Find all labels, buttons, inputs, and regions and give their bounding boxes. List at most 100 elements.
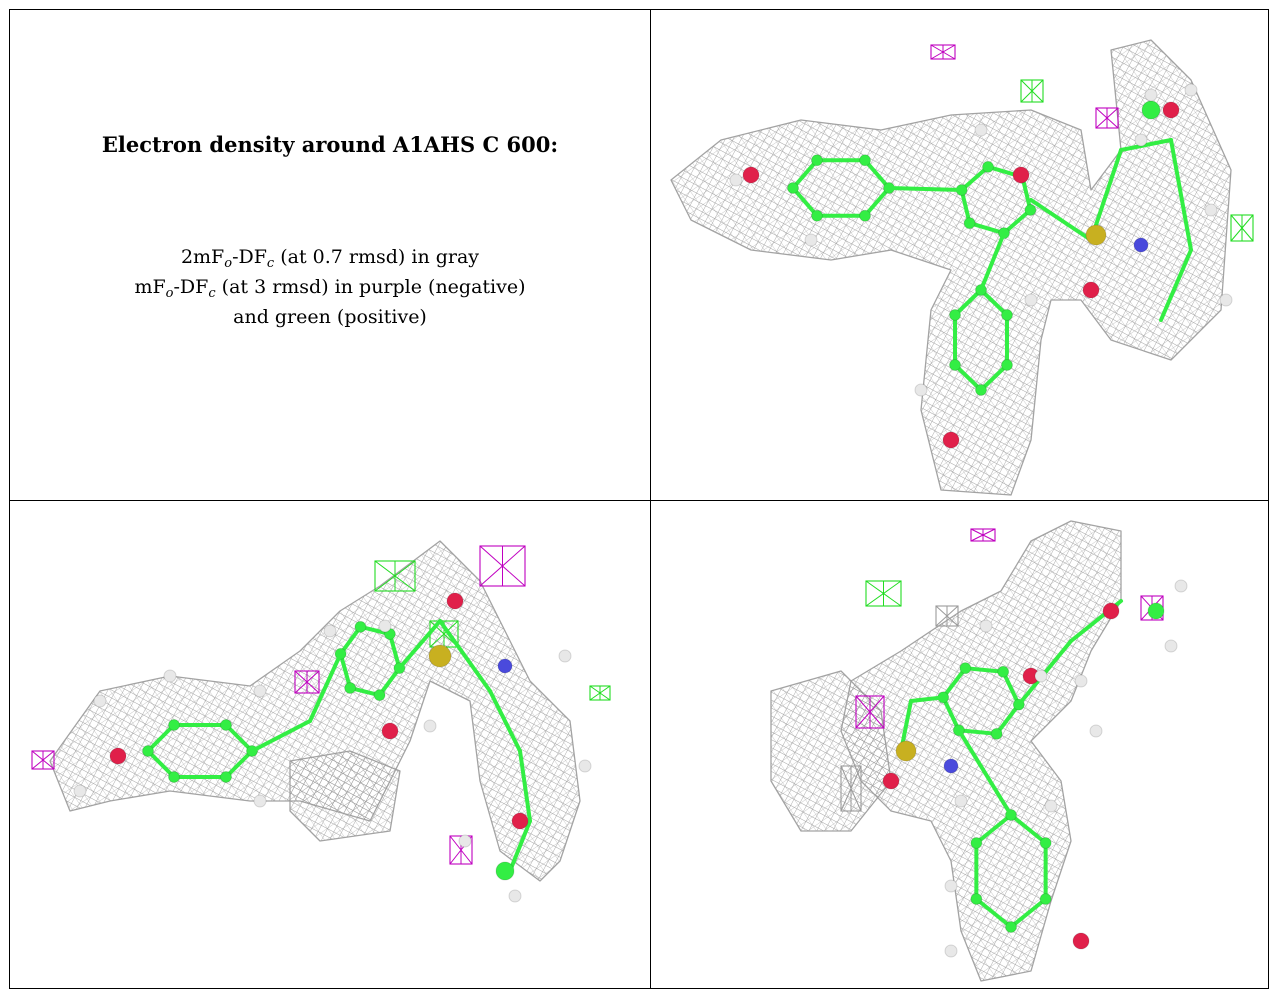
density-view-2: [10, 501, 650, 989]
bond: [1001, 208, 1033, 236]
carbon-atom: [1039, 837, 1052, 849]
hydrogen-atom: [378, 619, 392, 633]
carbon-atom: [811, 209, 823, 222]
oxygen-atom: [1102, 602, 1120, 620]
oxygen-atom: [1082, 281, 1100, 299]
mesh-negative: [31, 750, 55, 770]
bond: [1001, 669, 1021, 707]
carbon-atom: [220, 770, 232, 783]
hydrogen-atom: [323, 624, 337, 638]
carbon-atom: [168, 770, 180, 783]
hydrogen-atom: [508, 889, 522, 903]
oxygen-atom: [511, 812, 529, 830]
mesh-positive: [1230, 214, 1254, 242]
hydrogen-atom: [253, 794, 267, 808]
hydrogen-atom: [1144, 88, 1158, 102]
carbon-atom: [354, 620, 367, 633]
mesh-negative: [1095, 107, 1119, 129]
bond: [959, 164, 991, 192]
bond: [974, 897, 1013, 929]
carbon-atom: [344, 681, 357, 694]
bond: [909, 695, 946, 703]
hydrogen-atom: [163, 669, 177, 683]
caption-description: 2mFo-DFc (at 0.7 rmsd) in gray mFo-DFc (…: [10, 242, 650, 332]
carbon-atom: [859, 154, 871, 167]
hydrogen-atom: [804, 233, 818, 247]
oxygen-atom: [1162, 101, 1180, 119]
hydrogen-atom: [1034, 669, 1048, 683]
mesh-negative: [294, 670, 320, 694]
carbon-atom: [1005, 921, 1017, 933]
carbon-atom: [220, 719, 232, 732]
bond: [956, 728, 999, 736]
carbon-atom: [949, 309, 962, 321]
hydrogen-atom: [1204, 203, 1218, 217]
hydrogen-atom: [944, 879, 958, 893]
hydrogen-atom: [558, 649, 572, 663]
hydrogen-atom: [954, 794, 968, 808]
mesh-positive: [374, 560, 416, 592]
mesh-negative: [479, 545, 526, 587]
density-render-view-3: [770, 520, 1188, 982]
hydrogen-atom: [979, 619, 993, 633]
table-horizontal-rule: [10, 500, 1268, 502]
bond: [941, 666, 968, 700]
hydrogen-atom: [974, 123, 988, 137]
carbon-atom: [959, 662, 972, 675]
bond: [1169, 138, 1193, 252]
nitrogen-atom: [1133, 237, 1149, 253]
bond: [508, 819, 532, 873]
bond: [979, 231, 1006, 292]
carbon-atom: [168, 719, 180, 732]
bond: [1159, 248, 1193, 322]
carbon-atom: [963, 217, 976, 230]
carbon-atom: [1039, 893, 1052, 905]
oxygen-atom: [742, 166, 760, 184]
bond: [377, 666, 402, 698]
bond: [308, 651, 343, 723]
sulfur-atom: [1085, 224, 1107, 246]
bond: [967, 221, 1006, 236]
caption-line-fofc: mFo-DFc (at 3 rmsd) in purple (negative): [134, 276, 526, 301]
bond: [338, 624, 363, 656]
bond: [956, 728, 1013, 817]
caption-cell: Electron density around A1AHS C 600: 2mF…: [10, 10, 650, 500]
density-view-3: [651, 501, 1269, 989]
hydrogen-atom: [253, 684, 267, 698]
carbon-atom: [975, 384, 987, 396]
carbon-atom: [495, 861, 515, 881]
hydrogen-atom: [1024, 293, 1038, 307]
mesh-2fofc-fragment: [935, 605, 959, 627]
bond: [863, 158, 891, 190]
bond: [518, 749, 532, 823]
mesh-negative: [970, 528, 996, 542]
bond: [1009, 897, 1048, 929]
mesh-positive: [1020, 79, 1044, 103]
mesh-negative: [855, 695, 885, 729]
nitrogen-atom: [497, 658, 513, 674]
bond: [863, 186, 891, 218]
mesh-2fofc-fragment: [840, 765, 862, 812]
oxygen-atom: [1072, 932, 1090, 950]
bond: [941, 695, 961, 733]
caption-line-2fofc: 2mFo-DFc (at 0.7 rmsd) in gray: [180, 246, 480, 271]
bond: [959, 187, 972, 226]
carbon-atom: [1024, 204, 1037, 217]
bond: [438, 619, 492, 693]
mesh-positive: [865, 580, 902, 607]
hydrogen-atom: [1174, 579, 1188, 593]
oxygen-atom: [109, 747, 127, 765]
hydrogen-atom: [1044, 799, 1058, 813]
oxygen-atom: [882, 772, 900, 790]
carbon-atom: [859, 209, 871, 222]
bond: [1009, 813, 1048, 845]
hydrogen-atom: [1219, 293, 1233, 307]
figure-table: Electron density around A1AHS C 600: 2mF…: [9, 9, 1269, 989]
hydrogen-atom: [93, 694, 107, 708]
bond: [979, 288, 1009, 317]
bond: [887, 186, 964, 192]
hydrogen-atom: [578, 759, 592, 773]
table-vertical-rule: [650, 10, 652, 988]
bond: [250, 719, 312, 753]
hydrogen-atom: [1089, 724, 1103, 738]
